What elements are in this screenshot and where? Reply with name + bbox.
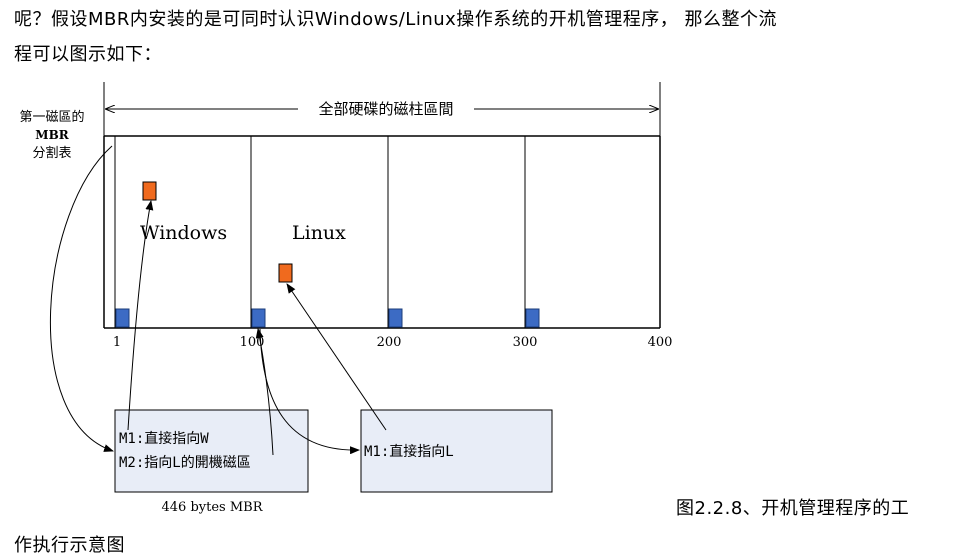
mbr-label-line-2: MBR <box>35 128 69 142</box>
partition-block-1 <box>115 308 130 328</box>
mbr-box-caption: 446 bytes MBR <box>162 500 264 515</box>
tick-label-300: 300 <box>513 335 538 350</box>
partition-block-300 <box>525 308 540 328</box>
paragraph-line-1: 呢？假设MBR内安装的是可同时认识Windows/Linux操作系统的开机管理程… <box>14 9 778 30</box>
partition-block-200 <box>388 308 403 328</box>
tick-label-1: 1 <box>113 335 121 350</box>
span-label: 全部硬碟的磁柱區間 <box>318 100 453 118</box>
tick-label-400: 400 <box>648 335 673 350</box>
mbr-box-line-2: M2:指向L的開機磁區 <box>119 455 251 471</box>
mbr-box-line-1: M1:直接指向W <box>119 430 209 447</box>
figure-caption: 图2.2.8、开机管理程序的工 <box>676 498 910 519</box>
figure-caption-tail: 作执行示意图 <box>14 535 125 556</box>
tick-label-100: 100 <box>240 335 265 350</box>
linux-box-line-1: M1:直接指向L <box>364 443 454 460</box>
mbr-box <box>114 409 309 493</box>
tick-label-200: 200 <box>377 335 402 350</box>
mbr-label-line-1: 第一磁區的 <box>19 109 84 125</box>
linux-boot-sector-box <box>360 409 553 493</box>
os-label-linux: Linux <box>292 222 346 244</box>
arrow-m1-to-windows <box>127 200 154 431</box>
partition-block-100 <box>251 308 266 328</box>
windows-boot-marker <box>142 181 157 201</box>
arrow-partition-table-to-mbr-box <box>49 145 114 452</box>
arrow-linux-partition-to-linux-box <box>259 328 360 455</box>
linux-boot-marker <box>278 263 293 283</box>
os-label-windows: Windows <box>140 222 227 244</box>
mbr-label-line-3: 分割表 <box>32 145 71 161</box>
paragraph-line-2: 程可以图示如下： <box>14 44 162 65</box>
arrow-linux-box-to-linux-kernel <box>286 283 387 431</box>
